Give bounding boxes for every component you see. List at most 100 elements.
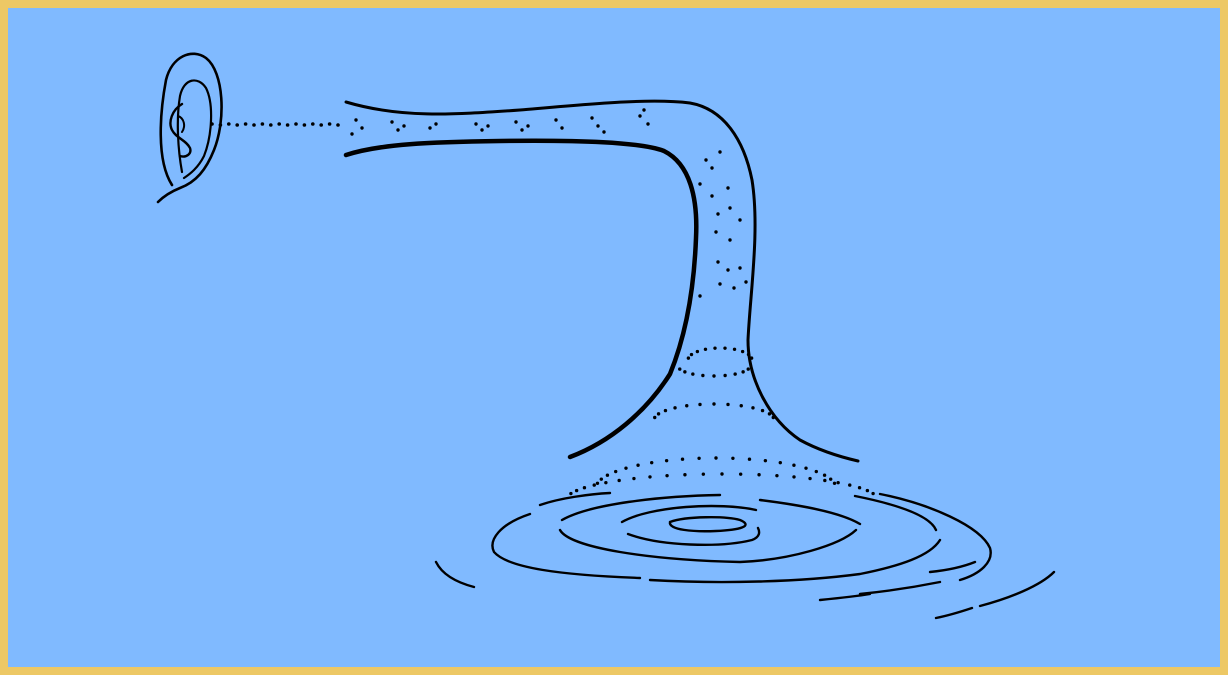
illustration-canvas: [8, 8, 1220, 667]
horn-dot: [738, 266, 741, 269]
spray-dot: [823, 474, 826, 477]
spray-dot: [650, 461, 653, 464]
horn-dot: [514, 120, 517, 123]
spray-dot: [687, 356, 690, 359]
horn-dot: [716, 212, 719, 215]
horn-dot: [646, 122, 649, 125]
sound-dot: [277, 122, 281, 126]
spray-dot: [664, 409, 667, 412]
spray-dot: [836, 481, 839, 484]
horn-dot: [716, 260, 719, 263]
spray-dot: [617, 479, 620, 482]
horn-dot: [714, 230, 717, 233]
horn-dot: [596, 124, 599, 127]
spray-dot: [569, 492, 572, 495]
horn-dot: [554, 118, 557, 121]
horn-dot: [390, 120, 393, 123]
spray-dot: [624, 466, 627, 469]
horn-dot: [520, 128, 523, 131]
horn-dot: [642, 108, 645, 111]
horn-dot: [396, 128, 399, 131]
spray-dot: [697, 457, 700, 460]
sound-dot: [328, 122, 332, 126]
spray-dot: [685, 404, 688, 407]
horn-dot: [480, 128, 483, 131]
horn-dot: [710, 194, 713, 197]
spray-dot: [848, 483, 851, 486]
spray-dot: [600, 477, 603, 480]
spray-dot: [714, 456, 717, 459]
horn-dot: [360, 126, 363, 129]
spray-dot: [871, 492, 874, 495]
sound-dot: [219, 123, 223, 127]
spray-dot: [593, 483, 596, 486]
horn-dot: [728, 206, 731, 209]
spray-dot: [808, 477, 811, 480]
spray-dot: [751, 406, 754, 409]
spray-dot: [712, 374, 715, 377]
spray-dot: [748, 457, 751, 460]
spray-dot: [665, 474, 668, 477]
horn-dot: [688, 298, 691, 301]
spray-dot: [712, 402, 715, 405]
sound-dot: [210, 122, 214, 126]
spray-dot: [747, 367, 750, 370]
spray-dot: [702, 472, 705, 475]
spray-dot: [833, 482, 836, 485]
sound-dot: [336, 123, 340, 127]
spray-dot: [575, 489, 578, 492]
spray-dot: [757, 473, 760, 476]
spray-dot: [606, 474, 609, 477]
spray-dot: [683, 473, 686, 476]
spray-dot: [750, 356, 753, 359]
horn-dot: [486, 124, 489, 127]
horn-dot: [718, 150, 721, 153]
spray-dot: [648, 475, 651, 478]
sound-dot: [286, 123, 290, 127]
horn-dot: [350, 132, 353, 135]
spray-dot: [720, 472, 723, 475]
spray-dot: [804, 466, 807, 469]
horn-dot: [726, 186, 729, 189]
spray-dot: [723, 374, 726, 377]
spray-dot: [665, 459, 668, 462]
spray-dot: [740, 404, 743, 407]
sound-dot: [252, 123, 256, 127]
spray-dot: [704, 348, 707, 351]
horn-dot: [354, 118, 357, 121]
sky-background: [8, 8, 1220, 667]
spray-dot: [764, 459, 767, 462]
spray-dot: [604, 481, 607, 484]
horn-dot: [698, 182, 701, 185]
spray-dot: [681, 457, 684, 460]
spray-dot: [747, 353, 750, 356]
spray-dot: [792, 463, 795, 466]
sound-dot: [227, 122, 231, 126]
spray-dot: [772, 416, 775, 419]
spray-dot: [723, 346, 726, 349]
sound-dot: [303, 123, 307, 127]
spray-dot: [653, 416, 656, 419]
spray-dot: [741, 350, 744, 353]
sound-dot: [319, 123, 323, 127]
spray-dot: [733, 348, 736, 351]
spray-dot: [632, 477, 635, 480]
sound-dot: [235, 123, 239, 127]
spray-dot: [739, 472, 742, 475]
spray-dot: [829, 477, 832, 480]
spray-dot: [726, 403, 729, 406]
horn-dot: [590, 116, 593, 119]
sound-dot: [244, 122, 248, 126]
spray-dot: [733, 372, 736, 375]
spray-dot: [866, 489, 869, 492]
sound-dot: [294, 122, 298, 126]
spray-dot: [673, 406, 676, 409]
horn-dot: [526, 124, 529, 127]
spray-dot: [696, 350, 699, 353]
spray-dot: [823, 479, 826, 482]
horn-dot: [474, 122, 477, 125]
horn-dot: [402, 124, 405, 127]
sound-dot: [269, 123, 273, 127]
spray-dot: [690, 353, 693, 356]
